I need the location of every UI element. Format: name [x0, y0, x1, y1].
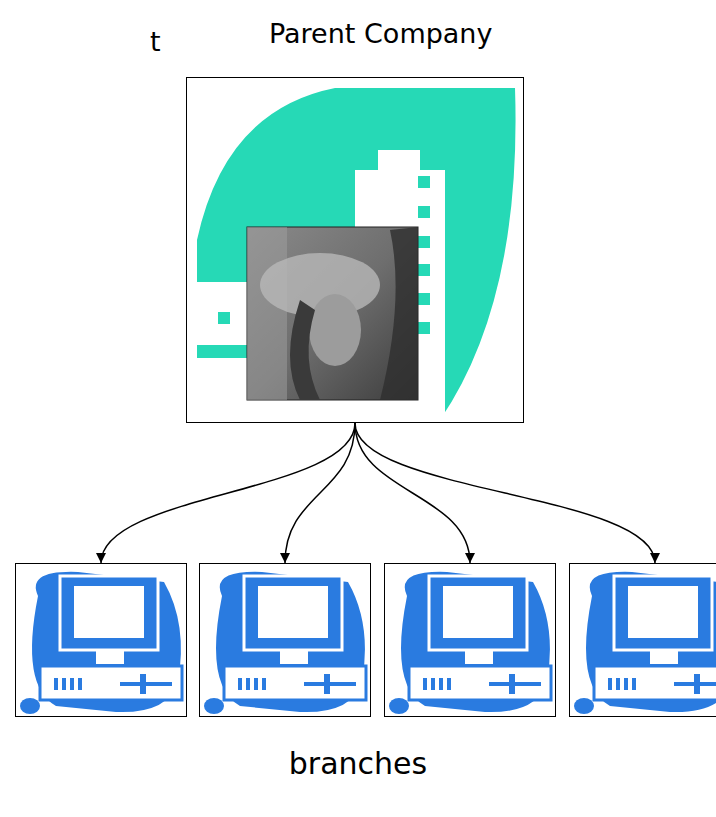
group-label: branches	[258, 746, 458, 781]
branch-box	[384, 563, 556, 717]
branch-box	[15, 563, 187, 717]
node-heading: Parent Company	[269, 18, 492, 49]
arrow-connector	[101, 423, 355, 563]
branch-box	[569, 563, 716, 717]
branch-box	[199, 563, 371, 717]
arrow-connector	[285, 423, 355, 563]
arrow-connector	[355, 423, 655, 563]
arrow-connector	[355, 423, 470, 563]
fragment-text: t	[150, 26, 180, 57]
parent-company-box: Parent Company	[186, 77, 524, 423]
